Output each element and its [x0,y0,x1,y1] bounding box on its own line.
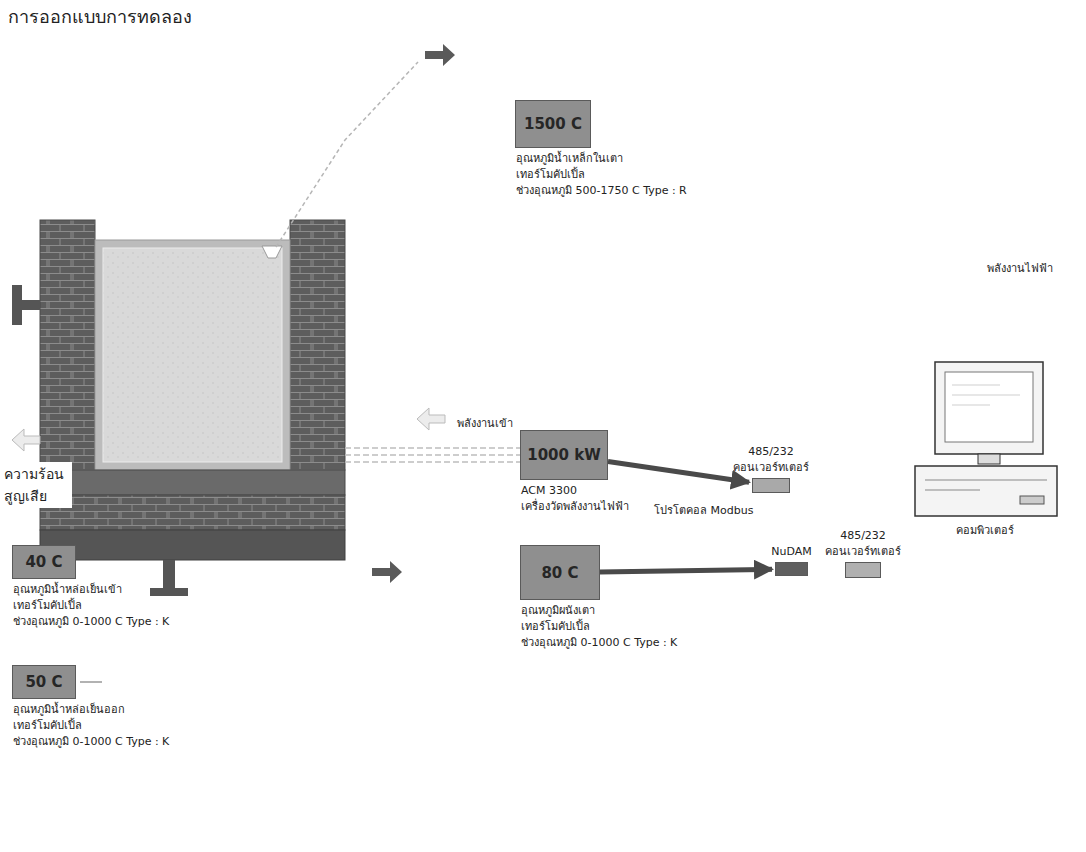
caption-text: อุณหภูมิผนังเตา [521,603,677,619]
annotation: พลังงานเข้า [455,413,515,433]
caption-text: ช่วงอุณหภูมิ 500-1750 C Type : R [516,183,687,199]
caption-text: ช่วงอุณหภูมิ 0-1000 C Type : K [13,734,169,750]
molten-steel [103,248,282,462]
caption-text: อุณหภูมิน้ำหล่อเย็นเข้า [13,582,169,598]
caption: 485/232คอนเวอร์ทเตอร์ [825,528,901,560]
annotation: ความร้อน สูญเสีย [2,462,72,508]
heading: การออกแบบการทดลอง [8,2,192,31]
caption-text: ช่วงอุณหภูมิ 0-1000 C Type : K [13,614,169,630]
temperature-display: 40 Cอุณหภูมิน้ำหล่อเย็นเข้าเทอร์โมคัปเปิ… [12,545,76,579]
caption-text: เทอร์โมคัปเปิ้ล [13,598,169,614]
furnace-base [40,495,345,530]
handle [150,588,188,596]
temperature-display: 1500 Cอุณหภูมิน้ำเหล็กในเตาเทอร์โมคัปเปิ… [515,100,591,148]
caption-text: ช่วงอุณหภูมิ 0-1000 C Type : K [521,635,677,651]
arrow [12,429,40,451]
caption-text: 485/232 [825,528,901,544]
edge-label: โปรโตคอล Modbus [652,500,755,520]
caption-text: 485/232 [733,444,809,460]
caption: ACM 3300เครื่องวัดพลังงานไฟฟ้า [521,483,629,515]
temperature-display: 80 Cอุณหภูมิผนังเตาเทอร์โมคัปเปิ้ลช่วงอุ… [520,545,600,600]
caption-text: อุณหภูมิน้ำเหล็กในเตา [516,151,687,167]
signal-arrow [608,461,749,482]
arrow [417,408,445,430]
crucible [95,240,290,470]
caption: อุณหภูมิน้ำเหล็กในเตาเทอร์โมคัปเปิ้ลช่วง… [516,151,687,199]
caption-text: เครื่องวัดพลังงานไฟฟ้า [521,499,629,515]
leader-line [276,62,418,247]
furnace-wall [40,220,95,470]
caption-text: เทอร์โมคัปเปิ้ล [516,167,687,183]
furnace-base [40,470,345,495]
caption-text: คอนเวอร์ทเตอร์ [825,544,901,560]
display-value: 1000 kW [527,446,601,464]
furnace-wall [290,220,345,470]
leader-line [80,681,102,683]
converter-box: 485/232คอนเวอร์ทเตอร์ [752,478,790,493]
caption: อุณหภูมิผนังเตาเทอร์โมคัปเปิ้ลช่วงอุณหภู… [521,603,677,651]
caption-text: เทอร์โมคัปเปิ้ล [521,619,677,635]
caption-text: คอนเวอร์ทเตอร์ [733,460,809,476]
power-wire [345,448,520,462]
caption-text: คอมพิวเตอร์ [956,523,1014,539]
arrow [372,561,402,583]
converter-box: 485/232คอนเวอร์ทเตอร์ [845,562,881,578]
thermocouple-probe [262,246,282,258]
annotation: พลังงานไฟฟ้า [985,258,1055,278]
display-value: 1500 C [524,115,582,133]
handle [12,285,22,325]
caption: คอมพิวเตอร์ [956,523,1014,539]
temperature-display: 50 Cอุณหภูมิน้ำหล่อเย็นออกเทอร์โมคัปเปิ้… [12,665,76,699]
signal-arrow [600,569,772,572]
caption-text: ACM 3300 [521,483,629,499]
handle [163,560,175,588]
arrow [425,44,455,66]
display-value: 40 C [25,553,62,571]
computer-symbol [915,362,1057,516]
display-value: 50 C [25,673,62,691]
caption: อุณหภูมิน้ำหล่อเย็นออกเทอร์โมคัปเปิ้ลช่ว… [13,702,169,750]
caption-text: อุณหภูมิน้ำหล่อเย็นออก [13,702,169,718]
caption: 485/232คอนเวอร์ทเตอร์ [733,444,809,476]
power-display: 1000 kWACM 3300เครื่องวัดพลังงานไฟฟ้า [520,430,608,480]
nudam-module: NuDAM [775,562,808,576]
computer: คอมพิวเตอร์ [910,360,1060,520]
caption-text: เทอร์โมคัปเปิ้ล [13,718,169,734]
furnace-base [40,530,345,560]
caption: NuDAM [771,544,812,560]
display-value: 80 C [541,564,578,582]
caption-text: NuDAM [771,544,812,560]
caption: อุณหภูมิน้ำหล่อเย็นเข้าเทอร์โมคัปเปิ้ลช่… [13,582,169,630]
